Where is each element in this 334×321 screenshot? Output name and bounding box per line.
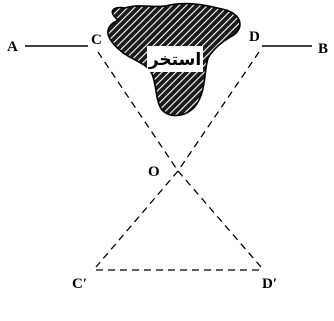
point-b-label: B (318, 41, 328, 57)
point-c-label: C (91, 32, 102, 48)
dashed-o-d-prime (177, 170, 262, 268)
point-c-prime-label: C′ (72, 276, 87, 292)
point-d-label: D (249, 29, 260, 45)
pool-label-box (147, 46, 203, 72)
pool-label: استخر (148, 50, 201, 70)
dashed-o-c-prime (95, 170, 179, 268)
point-o-label: O (148, 164, 160, 180)
point-a-label: A (7, 39, 18, 55)
point-d-prime-label: D′ (262, 276, 277, 292)
